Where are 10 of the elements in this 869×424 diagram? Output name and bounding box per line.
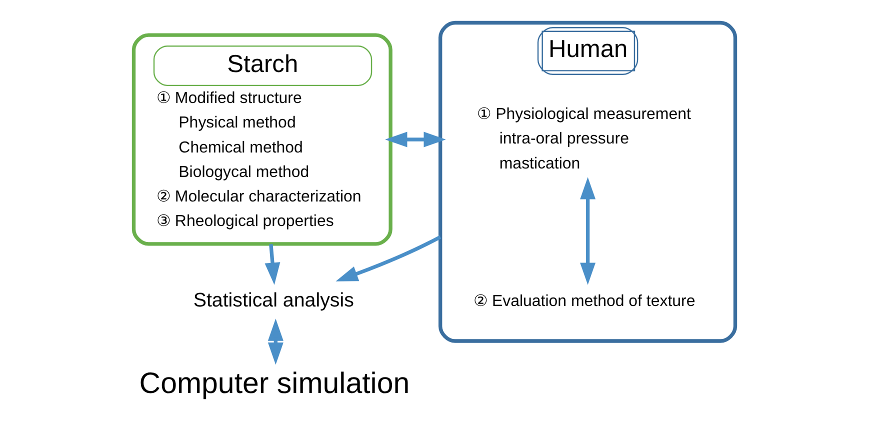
arrow: [264, 244, 280, 285]
node-text: ② Evaluation method of texture: [474, 292, 696, 310]
node-text: Computer simulation: [139, 366, 410, 400]
arrow: [580, 177, 596, 285]
arrow: [268, 318, 284, 365]
arrow: [336, 235, 442, 282]
node-box: Starch ① Modified structure Physical method Chemical method Biologycal method ② Molecular characterization ③ Rheological properties: [132, 33, 392, 246]
node-text: Statistical analysis: [193, 289, 354, 312]
node-text: ① Physiological measurement intra-oral pressure mastication: [477, 106, 691, 172]
arrow: [385, 132, 446, 148]
